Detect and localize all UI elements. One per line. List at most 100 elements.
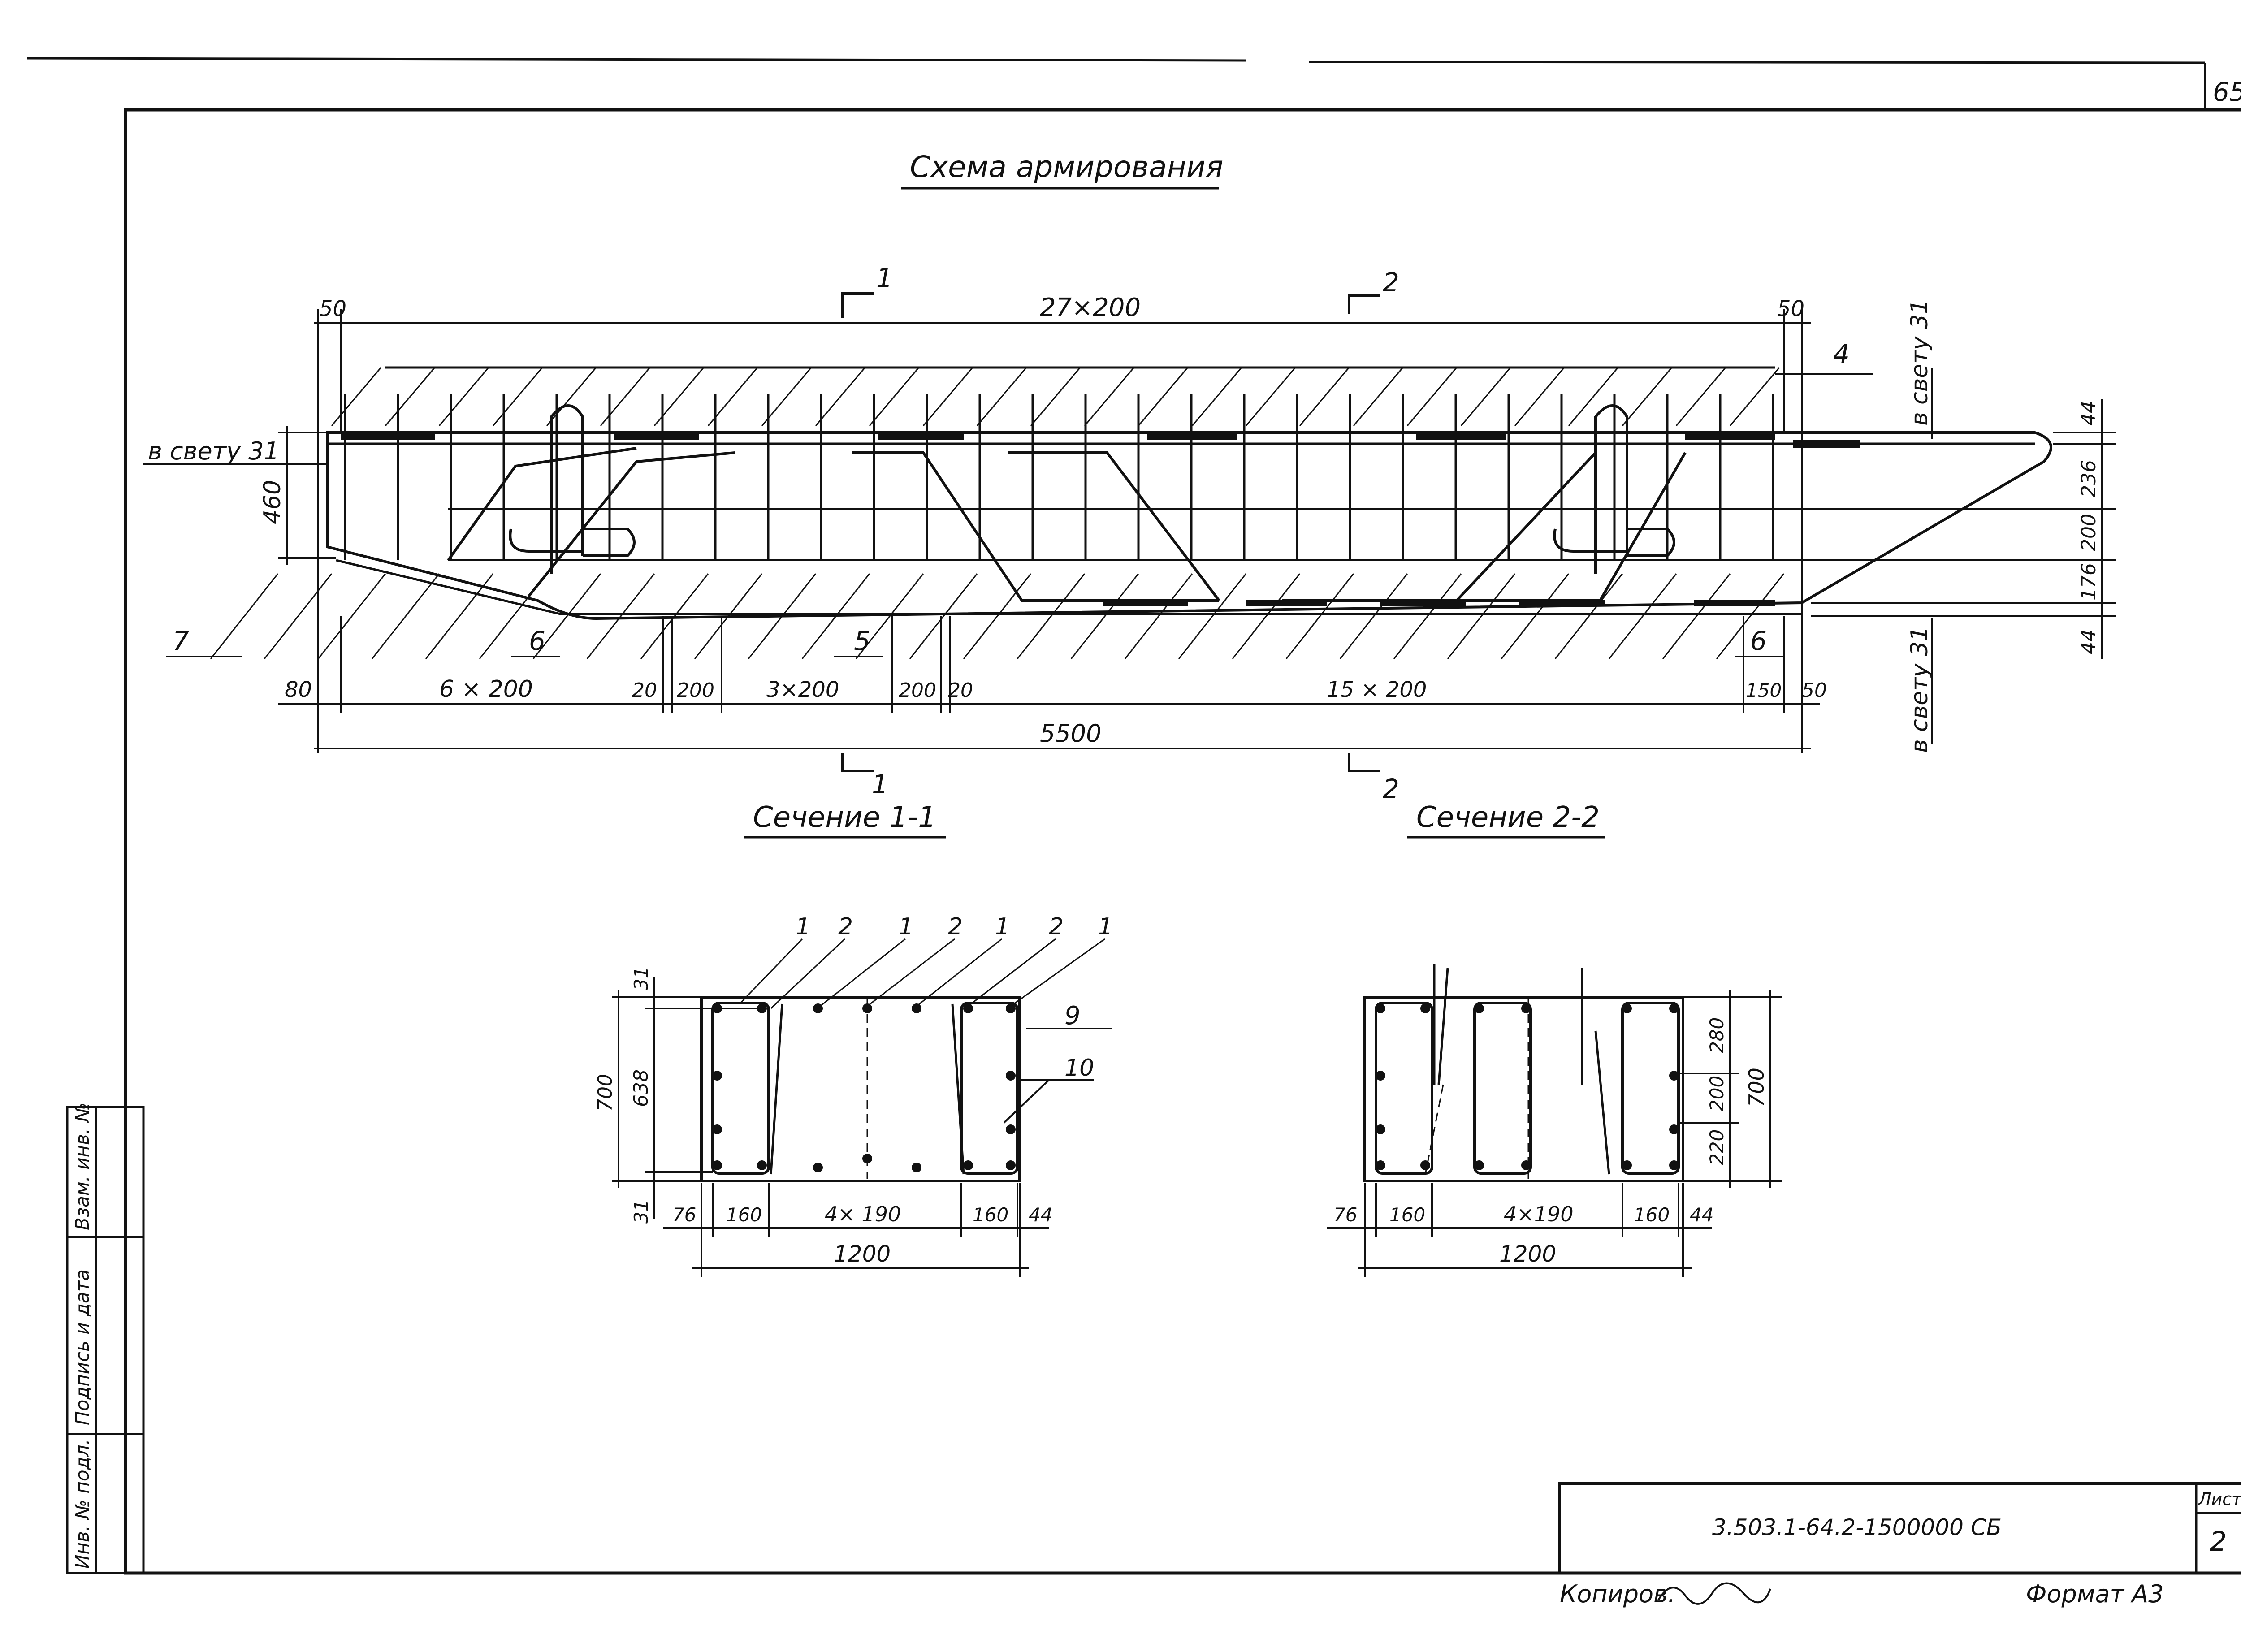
rebar-dot (1006, 1124, 1016, 1134)
right-dim-44-top: 44 (2077, 401, 2100, 426)
hatch-line (1622, 367, 1673, 426)
margin-stamp-replace: Взам. инв. № (71, 1103, 93, 1230)
hatch-line (855, 573, 924, 659)
hatch-line (1030, 367, 1081, 426)
page-number: 65 (2213, 77, 2241, 107)
mark-4: 4 (1833, 339, 1850, 369)
mark-5: 5 (854, 626, 870, 656)
beam-outline (326, 431, 2052, 620)
hatch-line (600, 367, 651, 426)
rebar-dot (1006, 1071, 1016, 1081)
rebar-dot (1669, 1124, 1679, 1134)
hatch-line (425, 573, 494, 659)
rebar-dot (1669, 1071, 1679, 1081)
cut-2-top: 2 (1383, 267, 1399, 298)
hatch-line (1084, 367, 1135, 426)
hatch-line (371, 573, 440, 659)
mark-6-left: 6 (529, 626, 545, 656)
hatch-line (922, 367, 973, 426)
bottom-dim-200a: 200 (677, 679, 714, 702)
bent-bars (341, 404, 1860, 606)
hatch-line (1339, 573, 1408, 659)
rebar-dot (963, 1003, 973, 1013)
rebar-dot (712, 1160, 722, 1170)
s1-mark-4: 1 (995, 913, 1010, 940)
hatch-line (1608, 573, 1677, 659)
section-1-1: Сечение 1-1 1 2 1 2 1 2 1 9 10 (594, 801, 1113, 1277)
s2-dim-220: 220 (1706, 1129, 1728, 1165)
right-clear-top: в свету 31 (1906, 299, 1933, 426)
rebar-dot (757, 1160, 767, 1170)
s1-mark-1: 2 (838, 913, 853, 940)
s1-dim-overall: 700 (594, 1074, 617, 1111)
rebar-dot (1376, 1124, 1385, 1134)
rebar-dot (1376, 1003, 1385, 1013)
s1-width: 1200 (834, 1241, 891, 1267)
s1-bdim-44: 44 (1029, 1204, 1052, 1226)
rebar-dot (712, 1003, 722, 1013)
bottom-dimensions: 80 6 × 200 20 200 3×200 200 20 15 × 200 … (278, 616, 1827, 749)
stirrups (344, 394, 1774, 560)
hatch-line (869, 367, 920, 426)
hatch-line (1124, 573, 1193, 659)
rebar-dot (712, 1124, 722, 1134)
bottom-dim-3x200: 3×200 (766, 677, 839, 702)
s1-mark-9: 9 (1064, 1001, 1081, 1030)
rebar-dot (1521, 1003, 1531, 1013)
right-dim-236: 236 (2077, 460, 2100, 497)
rebar-dot (1376, 1160, 1385, 1170)
mark-6-right: 6 (1750, 626, 1767, 656)
s1-bdim-4x190: 4× 190 (825, 1202, 901, 1226)
left-clear-label: в свету 31 (148, 437, 279, 465)
rebar-dot (963, 1160, 973, 1170)
hatch-line (532, 573, 601, 659)
section-2-2: Сечение 2-2 280 200 220 700 (1327, 801, 1782, 1277)
s1-bdim-160b: 160 (973, 1204, 1008, 1226)
hatch-line (1554, 573, 1623, 659)
top-dim-mid: 27×200 (1040, 293, 1141, 322)
hatch-line (1070, 573, 1139, 659)
top-dimension: 50 27×200 50 (314, 293, 1811, 753)
rebar-dot (862, 1003, 872, 1013)
hatch-line (963, 573, 1032, 659)
main-title: Схема армирования (910, 150, 1223, 184)
s2-width: 1200 (1499, 1241, 1556, 1267)
hatch-line (1514, 367, 1565, 426)
hatch-line (815, 367, 866, 426)
bottom-dim-150: 150 (1746, 679, 1782, 701)
hatch-line (546, 367, 597, 426)
section-1-dims: 700 638 31 31 76 160 4× 190 160 44 1200 (594, 967, 1052, 1277)
s1-bdim-160a: 160 (726, 1204, 762, 1226)
hatch-line (586, 573, 655, 659)
left-height: 460 (259, 480, 286, 524)
bottom-dim-6x200: 6 × 200 (439, 676, 533, 703)
right-dimensions: в свету 31 в свету 31 44 236 200 176 44 (1811, 299, 2116, 753)
s2-dim-280: 280 (1706, 1017, 1728, 1053)
hatch-line (1285, 573, 1354, 659)
hatch-line (385, 367, 436, 426)
margin-stamp: Инв. № подл. Подпись и дата Взам. инв. № (66, 1103, 145, 1574)
rebar-dot (712, 1071, 722, 1081)
sheet-frame: 65 (26, 57, 2241, 1575)
rebar-dot (1474, 1160, 1484, 1170)
section-1-outline (700, 996, 1021, 1182)
bottom-dim-20a: 20 (632, 679, 657, 702)
section-1-bars (712, 1003, 1016, 1172)
s2-bdim-44: 44 (1690, 1204, 1713, 1226)
s2-dim-200: 200 (1706, 1076, 1728, 1111)
bottom-dim-20b: 20 (948, 679, 973, 702)
sheet-label: Лист (2198, 1489, 2241, 1509)
s2-bdim-4x190: 4×190 (1504, 1202, 1574, 1226)
leader-line (916, 938, 1002, 1007)
s1-mark-3: 2 (948, 913, 963, 940)
cut-1-top: 1 (876, 263, 893, 293)
sheet-no: 2 (2210, 1526, 2227, 1557)
s1-mark-0: 1 (796, 913, 810, 940)
hatch-line (1568, 367, 1619, 426)
beam-elevation: 1 2 1 2 50 27×200 50 в свету 31 460 (143, 263, 2116, 804)
hatch-line (1178, 573, 1247, 659)
s1-dim-inner: 638 (630, 1069, 653, 1107)
hatch-line (1353, 367, 1404, 426)
hatch-line (264, 573, 333, 659)
margin-stamp-inv: Инв. № подл. (71, 1439, 93, 1569)
